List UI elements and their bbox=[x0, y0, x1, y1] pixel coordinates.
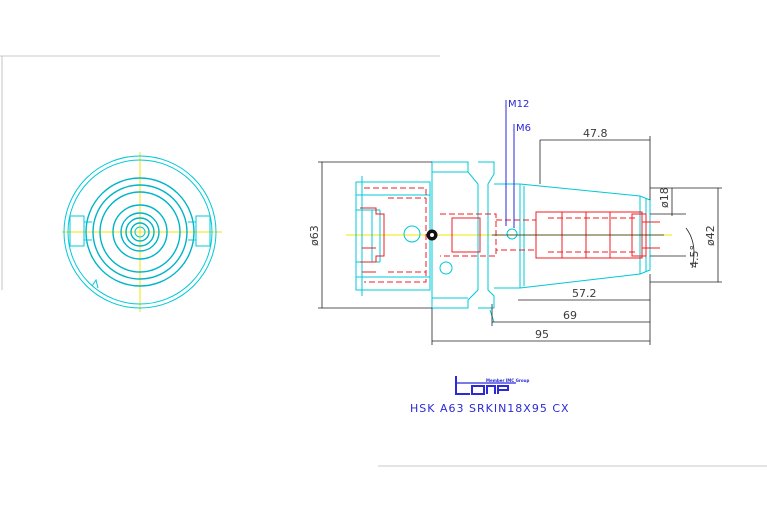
dim-length-47-8: 47.8 bbox=[583, 127, 608, 140]
part-number-title: HSK A63 SRKIN18X95 CX bbox=[410, 402, 570, 415]
thread-label-m12: M12 bbox=[508, 99, 529, 110]
logo-tagline: Member IMC Group bbox=[486, 378, 529, 383]
dim-diameter-63: ø63 bbox=[308, 225, 321, 246]
side-view bbox=[346, 161, 672, 323]
front-view bbox=[62, 152, 222, 312]
dim-length-95: 95 bbox=[535, 328, 549, 341]
dim-length-57-2: 57.2 bbox=[572, 287, 597, 300]
dim-angle: 4.5° bbox=[688, 245, 701, 268]
dim-diameter-42: ø42 bbox=[704, 225, 717, 246]
dimension-lines bbox=[318, 100, 722, 345]
drawing-frame bbox=[0, 55, 767, 467]
dim-diameter-18: ø18 bbox=[658, 187, 671, 208]
iscar-logo: Member IMC Group bbox=[455, 376, 529, 395]
thread-label-m6: M6 bbox=[516, 123, 531, 134]
dim-length-69: 69 bbox=[563, 309, 577, 322]
